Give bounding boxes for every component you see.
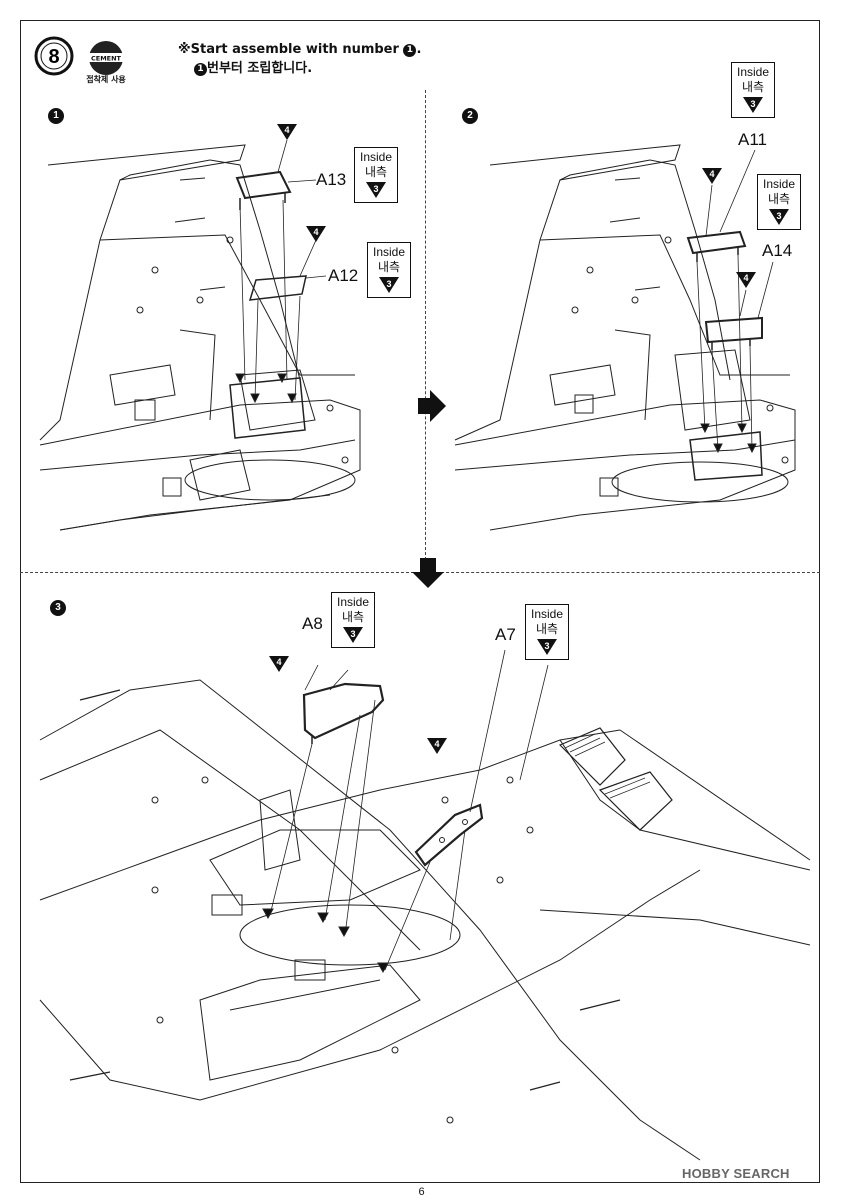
- part-label-a11: A11: [738, 130, 767, 149]
- page-frame: [20, 20, 820, 1183]
- inside-ref-triangle-icon: 3: [537, 639, 557, 655]
- inside-ref-triangle-icon: 3: [379, 277, 399, 293]
- arrow-down-icon: [412, 558, 444, 588]
- cement-icon: CEMENT: [89, 41, 123, 75]
- reference-marker-icons: 4 4 4 4 4 4: [269, 124, 756, 754]
- substep-2-number: 2: [462, 108, 478, 124]
- svg-text:3: 3: [776, 211, 781, 221]
- watermark: HOBBY SEARCH: [682, 1166, 790, 1181]
- aircraft-drawing-step-1: [39, 139, 361, 531]
- svg-text:4: 4: [276, 657, 281, 667]
- svg-text:4: 4: [434, 739, 439, 749]
- inside-ref-triangle-icon: 3: [743, 97, 763, 113]
- part-label-a13: A13: [316, 170, 347, 189]
- cement-icon-text: CEMENT: [91, 55, 122, 63]
- cement-label: 접착제 사용: [86, 75, 126, 84]
- substep-3-number: 3: [50, 600, 66, 616]
- svg-text:3: 3: [373, 184, 378, 194]
- svg-text:3: 3: [386, 279, 391, 289]
- instruction-number-badge-ko: 1: [194, 63, 207, 76]
- instruction-number-badge: 1: [403, 44, 417, 57]
- arrow-right-icon: [418, 390, 446, 422]
- svg-text:4: 4: [313, 227, 318, 237]
- instruction-english: ※Start assemble with number 1.: [178, 42, 422, 57]
- svg-text:4: 4: [709, 169, 714, 179]
- svg-text:3: 3: [750, 99, 755, 109]
- svg-text:4: 4: [743, 273, 748, 283]
- inside-ref-triangle-icon: 3: [366, 182, 386, 198]
- part-label-a14: A14: [762, 241, 793, 260]
- svg-text:4: 4: [284, 125, 289, 135]
- svg-text:3: 3: [544, 641, 549, 651]
- svg-text:3: 3: [350, 629, 355, 639]
- step-number: 8: [48, 46, 59, 68]
- inside-ref-triangle-icon: 3: [343, 627, 363, 643]
- part-label-a12: A12: [328, 266, 359, 285]
- aircraft-drawing-step-3: [39, 649, 811, 1161]
- part-label-a7: A7: [495, 625, 516, 644]
- aircraft-drawing-step-2: [454, 144, 796, 531]
- substep-1-number: 1: [48, 108, 64, 124]
- part-label-a8: A8: [302, 614, 323, 633]
- page-number: 6: [418, 1186, 425, 1198]
- inside-ref-triangle-icon: 3: [769, 209, 789, 225]
- vertical-divider: [425, 90, 426, 560]
- step-number-badge: 8: [34, 36, 74, 76]
